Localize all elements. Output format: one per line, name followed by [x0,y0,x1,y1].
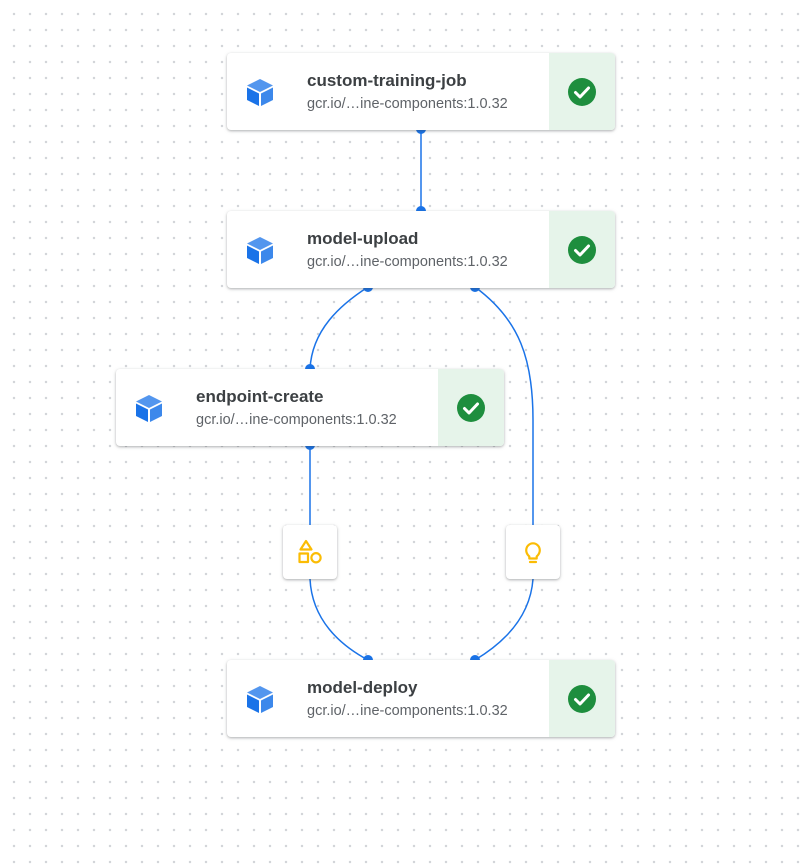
edge-upload-to-model-artifact [474,286,534,525]
status-succeeded [438,369,504,446]
shapes-icon [298,539,322,564]
status-succeeded [549,211,615,288]
node-subtitle: gcr.io/…ine-components:1.0.32 [307,702,508,719]
artifact-model[interactable] [506,525,560,579]
node-custom-training-job[interactable]: custom-training-job gcr.io/…ine-componen… [227,53,615,130]
cube-icon [227,53,293,130]
check-circle-icon [568,235,596,264]
status-succeeded [549,53,615,130]
node-title: model-upload [307,228,419,248]
edge-upload-to-endpoint-create [309,286,369,370]
edge-model-artifact-to-deploy [474,578,534,661]
node-endpoint-create[interactable]: endpoint-create gcr.io/…ine-components:1… [116,369,504,446]
lightbulb-icon [525,542,541,564]
status-succeeded [549,660,615,737]
cube-icon [227,211,293,288]
cube-icon [116,369,182,446]
node-subtitle: gcr.io/…ine-components:1.0.32 [307,253,508,270]
node-title: model-deploy [307,677,418,697]
node-title: custom-training-job [307,70,467,90]
check-circle-icon [568,77,596,106]
artifact-endpoint[interactable] [283,525,337,579]
check-circle-icon [457,393,485,422]
node-subtitle: gcr.io/…ine-components:1.0.32 [196,411,397,428]
edge-endpoint-artifact-to-deploy [309,578,369,661]
node-model-upload[interactable]: model-upload gcr.io/…ine-components:1.0.… [227,211,615,288]
node-model-deploy[interactable]: model-deploy gcr.io/…ine-components:1.0.… [227,660,615,737]
cube-icon [227,660,293,737]
check-circle-icon [568,684,596,713]
node-subtitle: gcr.io/…ine-components:1.0.32 [307,95,508,112]
node-title: endpoint-create [196,386,324,406]
